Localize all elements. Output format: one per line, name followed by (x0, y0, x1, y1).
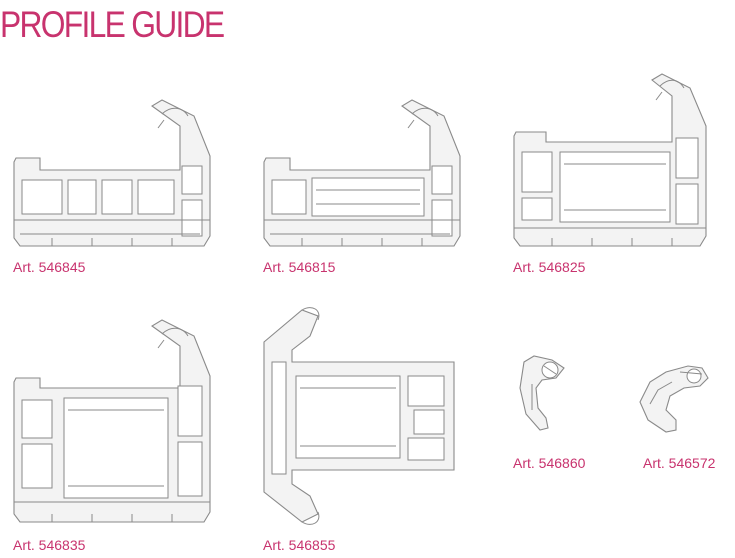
profile-drawing-546835 (12, 316, 217, 526)
profile-drawing-546860 (512, 354, 582, 434)
profile-label-546845: Art. 546845 (13, 259, 86, 275)
profile-label-546835: Art. 546835 (13, 537, 86, 553)
profile-drawing-546815 (262, 96, 467, 251)
profile-drawing-546825 (512, 72, 712, 252)
page-title: PROFILE GUIDE (0, 4, 225, 45)
profile-drawing-546845 (12, 96, 217, 251)
profile-label-546815: Art. 546815 (263, 259, 336, 275)
profile-label-546572: Art. 546572 (643, 455, 716, 471)
profile-label-546860: Art. 546860 (513, 455, 586, 471)
profile-drawing-546855 (262, 306, 462, 526)
profile-drawing-546572 (636, 360, 716, 436)
profile-label-546855: Art. 546855 (263, 537, 336, 553)
profile-label-546825: Art. 546825 (513, 259, 586, 275)
